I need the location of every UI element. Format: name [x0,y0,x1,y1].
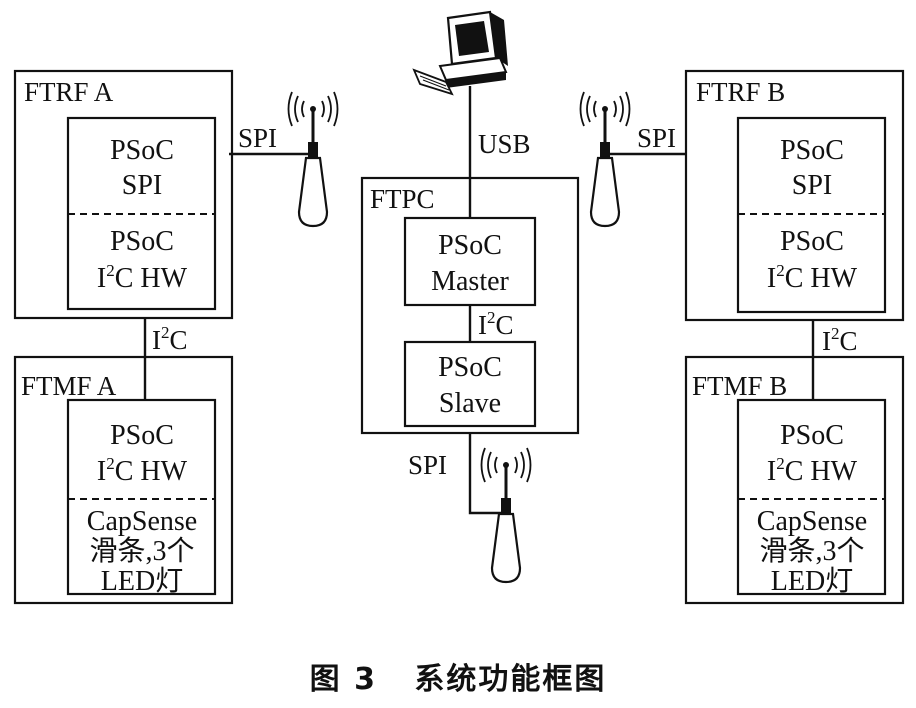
ftpc-slave-block [403,340,537,428]
computer-icon [412,10,508,96]
ftmf-b-led-label: LED灯 [771,565,853,597]
i2c-left-label: I2C [152,323,188,355]
ftmf-a-title: FTMF A [21,371,117,401]
ftrf-b-title: FTRF B [696,77,785,107]
ftmf-a-capsense-label: CapSense [87,506,197,537]
ftpc-master-block [403,216,537,307]
ftmf-a-psoc-block [66,398,217,596]
ftmf-b-box [684,355,905,605]
ftrf-a-i2c-hw-label: I2C HW [97,261,188,294]
ftpc-master-psoc-label: PSoC [438,230,502,261]
antenna-icon [579,91,631,228]
ftrf-a-title: FTRF A [24,77,114,107]
ftpc-slave-psoc-label: PSoC [438,352,502,383]
ftmf-b-title: FTMF B [692,371,787,401]
ftpc-title: FTPC [370,184,435,214]
spi-right-label: SPI [637,123,676,153]
ftpc-slave-label: Slave [439,388,501,419]
ftmf-b-psoc-block [736,398,887,596]
figure-caption: 图 3 系统功能框图 [310,662,607,697]
ftmf-a-led-label: LED灯 [101,565,183,597]
ftrf-a-spi-label: SPI [122,170,162,201]
ftrf-b-psoc2-label: PSoC [780,226,844,257]
ftmf-a-slider-label: 滑条,3个 [89,535,194,567]
spi-bottom-label: SPI [408,450,447,480]
ftrf-a-psoc2-label: PSoC [110,226,174,257]
ftpc-box [360,176,580,435]
usb-label: USB [478,129,531,159]
ftrf-b-psoc-label: PSoC [780,135,844,166]
i2c-center-label: I2C [478,308,514,340]
ftrf-b-spi-label: SPI [792,170,832,201]
ftrf-b-i2c-hw-label: I2C HW [767,261,858,294]
spi-left-label: SPI [238,123,277,153]
ftrf-a-psoc-label: PSoC [110,135,174,166]
antenna-icon [480,447,532,584]
ftmf-b-capsense-label: CapSense [757,506,867,537]
ftmf-a-box [13,355,234,605]
ftrf-a-box [13,69,234,320]
ftmf-a-psoc-label: PSoC [110,420,174,451]
ftmf-b-i2c-hw-label: I2C HW [767,454,858,487]
ftrf-b-box [684,69,905,322]
i2c-right-label: I2C [822,324,858,356]
ftmf-a-i2c-hw-label: I2C HW [97,454,188,487]
ftmf-b-slider-label: 滑条,3个 [759,535,864,567]
ftpc-master-label: Master [431,266,509,297]
ftmf-b-psoc-label: PSoC [780,420,844,451]
antenna-icon [287,91,339,228]
